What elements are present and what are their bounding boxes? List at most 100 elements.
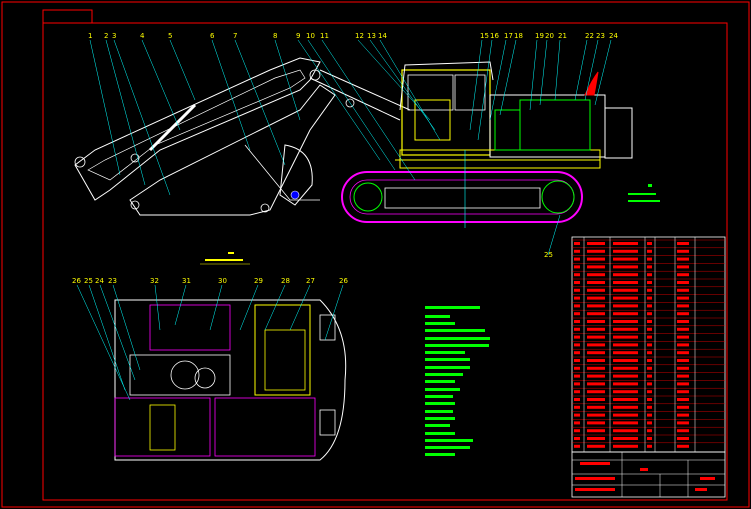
plan-lower-left	[114, 397, 211, 457]
table-cell-text	[647, 366, 652, 370]
table-cell-text	[647, 343, 652, 347]
plan-hydraulics	[264, 329, 306, 391]
part-number-label: 5	[168, 32, 173, 40]
part-number-label: 8	[273, 32, 278, 40]
table-cell-text	[613, 374, 638, 378]
table-cell-text	[677, 257, 689, 261]
table-cell-text	[574, 382, 580, 386]
table-cell-text	[647, 390, 652, 394]
table-cell-text	[587, 421, 605, 425]
part-number-label: 3	[112, 32, 117, 40]
part-number-label: 22	[585, 32, 594, 40]
table-cell-text	[647, 242, 652, 245]
table-cell-text	[677, 296, 689, 300]
table-cell-text	[587, 312, 605, 316]
part-number-label: 12	[355, 32, 364, 40]
plan-lower-mid	[214, 397, 316, 457]
table-cell-text	[587, 242, 605, 245]
table-cell-text	[574, 281, 580, 284]
table-cell-text	[613, 335, 638, 339]
table-cell-text	[677, 288, 689, 292]
table-cell-text	[574, 265, 580, 269]
table-cell-text	[574, 273, 580, 277]
table-cell-text	[647, 429, 652, 433]
table-cell-text	[647, 304, 652, 308]
table-cell-text	[587, 366, 605, 370]
table-cell-text	[587, 304, 605, 308]
bucket	[279, 144, 313, 206]
track-outline	[341, 171, 583, 223]
bottom-leader-lines	[76, 284, 344, 401]
table-cell-text	[613, 296, 638, 300]
table-cell-text	[574, 327, 580, 331]
exhaust-stack	[584, 71, 599, 96]
table-cell-text	[677, 398, 689, 401]
table-cell-text	[613, 249, 638, 253]
plan-radiator	[319, 314, 336, 341]
table-cell-text	[647, 265, 652, 269]
table-cell-text	[574, 421, 580, 425]
boom-inner	[87, 69, 306, 181]
table-cell-text	[647, 351, 652, 355]
table-cell-text	[677, 273, 689, 277]
arm	[129, 84, 336, 216]
counterweight	[604, 107, 633, 159]
table-cell-text	[677, 429, 689, 433]
table-cell-text	[613, 273, 638, 277]
table-cell-text	[574, 351, 580, 355]
bucket-link	[244, 144, 320, 201]
arm-pin-1	[130, 153, 140, 163]
part-number-label: 13	[367, 32, 376, 40]
table-cell-text	[587, 265, 605, 269]
side-legend	[628, 184, 660, 202]
table-cell-text	[613, 312, 638, 316]
plan-cab	[254, 304, 311, 396]
table-cell-text	[587, 405, 605, 409]
table-cell-text	[587, 249, 605, 253]
part-number-label: 24	[95, 277, 104, 285]
table-cell-text	[677, 382, 689, 386]
table-cell-text	[677, 312, 689, 316]
track-frame	[384, 187, 541, 209]
bucket-pin	[290, 190, 300, 200]
table-cell-text	[574, 312, 580, 316]
title-block	[571, 451, 726, 498]
table-cell-text	[587, 374, 605, 378]
table-cell-text	[647, 359, 652, 362]
arm-pin-2	[309, 69, 321, 81]
part-number-label: 23	[596, 32, 605, 40]
part-number-label: 26	[339, 277, 348, 285]
boom-foot-pin	[345, 98, 355, 108]
table-cell-text	[574, 374, 580, 378]
table-cell-text	[613, 405, 638, 409]
table-cell-text	[613, 390, 638, 394]
table-cell-text	[574, 413, 580, 417]
boom-cylinder	[148, 103, 197, 152]
table-cell-text	[613, 257, 638, 261]
table-cell-text	[613, 366, 638, 370]
boom	[74, 57, 321, 201]
table-cell-text	[647, 257, 652, 261]
table-cell-text	[613, 327, 638, 331]
table-cell-text	[574, 390, 580, 394]
table-cell-text	[587, 335, 605, 339]
table-cell-text	[613, 429, 638, 433]
part-number-label: 18	[514, 32, 523, 40]
part-number-label: 4	[140, 32, 145, 40]
arm-pin-4	[260, 203, 270, 213]
table-cell-text	[574, 359, 580, 362]
table-cell-text	[613, 359, 638, 362]
part-number-label: 9	[296, 32, 301, 40]
table-cell-text	[647, 421, 652, 425]
part-number-label: 10	[306, 32, 315, 40]
table-cell-text	[647, 382, 652, 386]
seat	[414, 99, 451, 141]
table-cell-text	[613, 288, 638, 292]
excavator-side-view	[74, 39, 660, 265]
table-cell-text	[677, 327, 689, 331]
parts-table	[571, 236, 726, 453]
table-cell-text	[574, 405, 580, 409]
table-cell-text	[574, 257, 580, 261]
table-cell-text	[677, 421, 689, 425]
table-cell-text	[647, 405, 652, 409]
